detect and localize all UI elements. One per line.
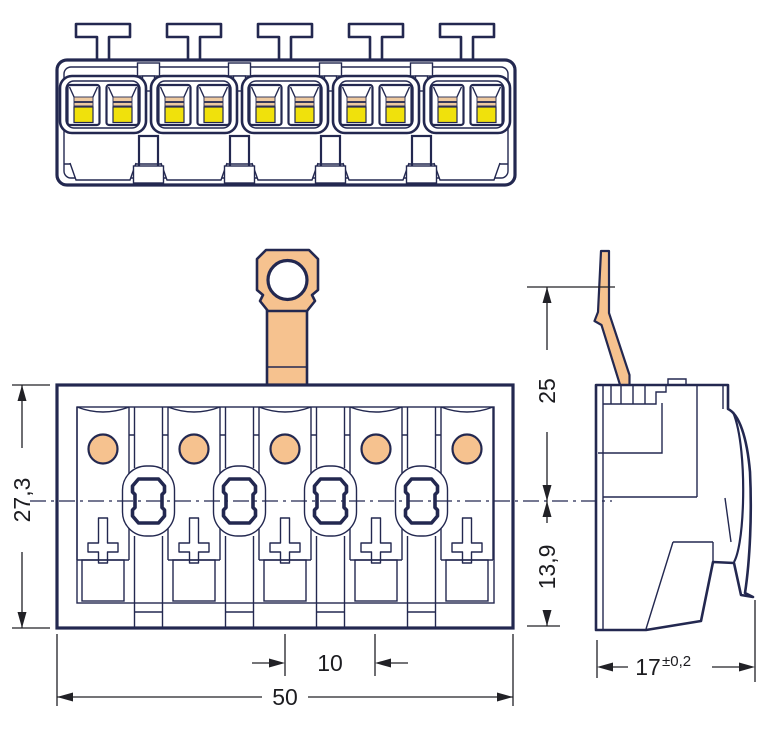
terminal-pocket xyxy=(60,76,146,133)
dimension-pole-pitch: 10 xyxy=(252,634,408,676)
dimensions: 27,3 50 10 25 13,9 xyxy=(9,286,756,710)
dim-label-front-height: 27,3 xyxy=(9,478,35,523)
top-view xyxy=(55,22,517,187)
dim-label-depth-tolerance: ±0,2 xyxy=(662,653,691,670)
ring-terminal xyxy=(255,248,320,387)
release-tab xyxy=(347,22,405,64)
terminal-pocket xyxy=(242,76,328,133)
dim-label-upper-height: 25 xyxy=(534,378,560,404)
terminal-pocket xyxy=(424,76,510,133)
ring-hole xyxy=(266,258,309,302)
dimension-lower-height: 13,9 xyxy=(527,501,560,627)
terminal-pocket xyxy=(151,76,237,133)
dim-label-pole-pitch: 10 xyxy=(317,650,343,676)
dimension-overall-width: 50 xyxy=(56,634,514,710)
dim-label-depth: 17 xyxy=(635,654,661,680)
solder-pin xyxy=(593,249,631,390)
front-view xyxy=(55,248,515,630)
dim-label-lower-height: 13,9 xyxy=(534,545,560,590)
dim-label-overall-width: 50 xyxy=(272,684,298,710)
side-view xyxy=(593,249,755,632)
terminal-pocket xyxy=(333,76,419,133)
side-view-details xyxy=(598,378,745,630)
release-tab xyxy=(165,22,223,64)
release-tab xyxy=(74,22,132,64)
release-tab xyxy=(256,22,314,64)
dimension-upper-height: 25 xyxy=(527,286,615,501)
release-tab xyxy=(438,22,496,64)
dimension-front-height: 27,3 xyxy=(9,384,50,629)
dimension-depth: 17 ±0,2 xyxy=(596,600,756,682)
side-view-housing xyxy=(594,383,755,632)
